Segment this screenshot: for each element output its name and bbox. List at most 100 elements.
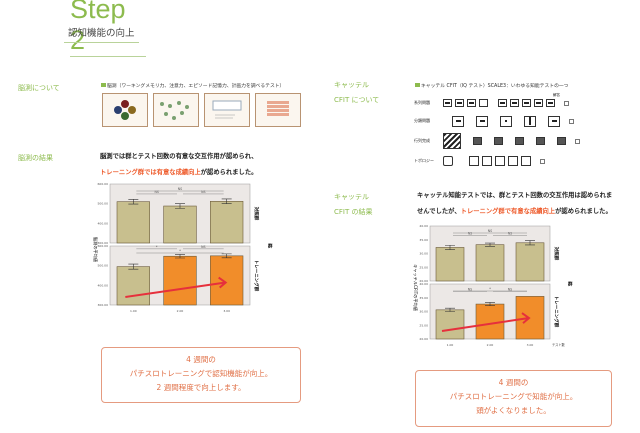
bar [163,205,197,244]
section-label-about-cfit: キャッテル CFIT について [334,78,379,108]
x-tick-label: 2.00 [487,343,494,347]
x-tick-label: 2.00 [177,309,184,313]
group-axis-label: 群 [268,243,273,250]
significance-label: NS [468,232,472,236]
panel-label: トレーニング群 [553,296,560,328]
error-bar [485,242,495,247]
significance-label: NS [508,232,512,236]
caption-text: キャッテル CFIT（IQ テスト）SCALE3：いわゆる知能テストの一つ [421,84,569,89]
y-tick-label: 35.00 [419,238,428,242]
noutest-summary-box: 4 週間の パチスロトレーニングで認知機能が向上。 2 週間程度で向上します。 [101,347,301,403]
y-tick-label: 600.00 [98,182,109,186]
arrow-head-icon [521,312,531,324]
cfit-row: 行列完成 [414,130,580,152]
significance-label: NS [178,187,182,191]
cfit-caption: キャッテル CFIT（IQ テスト）SCALE3：いわゆる知能テストの一つ [415,82,568,89]
error-bar [221,198,232,204]
x-tick-label: 3.00 [223,309,230,313]
x-tick-label: 3.00 [527,343,534,347]
cfit-examples: 系列問題 分類問題 行列完成 トポロジー [414,94,580,170]
panel-label: 対照群 [253,206,260,221]
panel-label: 対照群 [553,246,560,261]
group-axis-label: 群 [568,281,573,288]
cfit-result-text: キャッテル知能テストでは、群とテスト回数の交互作用は認められま せんでしたが、ト… [417,188,612,220]
error-bar [221,253,232,259]
cfit-row-label: 行列完成 [414,138,430,143]
screenshot-thumbnail [204,93,250,127]
highlight-text: トレーニング群では有意な成績向上 [100,169,201,176]
result-text: が認められました。 [200,169,258,176]
x-axis-label: テスト数 [552,342,566,347]
cfit-row: 系列問題 [414,94,580,112]
error-bar [128,263,139,270]
error-bar [128,199,139,205]
cfit-row: トポロジー [414,152,580,170]
section-label-about-noutest: 脳測について [18,84,60,92]
significance-label: NS [201,245,205,249]
y-tick-label: 300.00 [98,303,109,307]
y-axis-label: 脳測の平均値 [92,237,99,262]
y-tick-label: 20.00 [419,279,428,283]
trend-arrow [441,317,529,332]
cfit-row: 分類問題 [414,112,580,130]
significance-label: NS [154,190,158,194]
bar [210,201,244,244]
caption-text: 脳測（ワーキングメモリ力、注意力、エピソード記憶力、計画力を調べるテスト） [107,84,285,89]
green-square-icon [101,83,106,87]
screenshot-thumbnail [255,93,301,127]
y-tick-label: 400.00 [98,283,109,287]
result-text: せんでしたが、 [417,208,461,215]
y-tick-label: 300.00 [98,241,109,245]
significance-label: NS [508,287,512,291]
summary-line: パチスロトレーニングで知能が向上。 [449,392,578,401]
x-tick-label: 1.00 [130,309,137,313]
summary-line: パチスロトレーニングで認知機能が向上。 [129,369,273,378]
y-tick-label: 600.00 [98,244,109,248]
significance-label: NS [488,229,492,233]
cfit-row-label: 分類問題 [414,118,430,123]
bar [210,255,244,306]
y-tick-label: 25.00 [419,265,428,269]
result-text: が認められました。 [555,208,612,215]
highlight-text: トレーニング群で有意な成績向上 [460,208,556,215]
result-line: せんでしたが、トレーニング群で有意な成績向上が認められました。 [417,204,612,220]
page-subtitle: 認知機能の向上 [64,24,139,43]
test-screenshots [102,93,301,127]
noutest-caption: 脳測（ワーキングメモリ力、注意力、エピソード記憶力、計画力を調べるテスト） [101,82,284,89]
screenshot-thumbnail [102,93,148,127]
y-tick-label: 500.00 [98,264,109,268]
label-line: CFIT について [334,96,380,104]
bar [515,242,545,282]
error-bar [485,302,495,307]
summary-line: 4 週間の [498,378,529,387]
cfit-row-label: トポロジー [414,158,434,163]
green-square-icon [415,83,420,87]
cfit-summary-box: 4 週間の パチスロトレーニングで知能が向上。 頭がよくなりました。 [415,370,612,427]
y-tick-label: 40.00 [419,282,428,286]
label-line: キャッテル [334,81,369,89]
error-bar [445,307,455,312]
answer-header: 解答 [553,93,560,97]
y-tick-label: 20.00 [419,337,428,341]
x-tick-label: 1.00 [447,343,454,347]
result-line: トレーニング群では有意な成績向上が認められました。 [100,165,258,181]
error-bar [175,254,185,259]
y-tick-label: 25.00 [419,323,428,327]
trend-arrow [125,281,225,298]
error-bar [445,244,455,250]
significance-label: NS [468,287,472,291]
error-bar [175,203,185,209]
y-tick-label: 500.00 [98,202,109,206]
y-tick-label: 30.00 [419,310,428,314]
error-bar [525,240,535,246]
screenshot-thumbnail [153,93,199,127]
section-label-noutest-result: 脳測の結果 [18,154,53,162]
summary-line: 4 週間の [186,355,216,364]
y-tick-label: 35.00 [419,296,428,300]
bar [116,201,150,244]
significance-label: NS [201,190,205,194]
y-tick-label: 40.00 [419,224,428,228]
label-line: CFIT の結果 [334,208,373,216]
